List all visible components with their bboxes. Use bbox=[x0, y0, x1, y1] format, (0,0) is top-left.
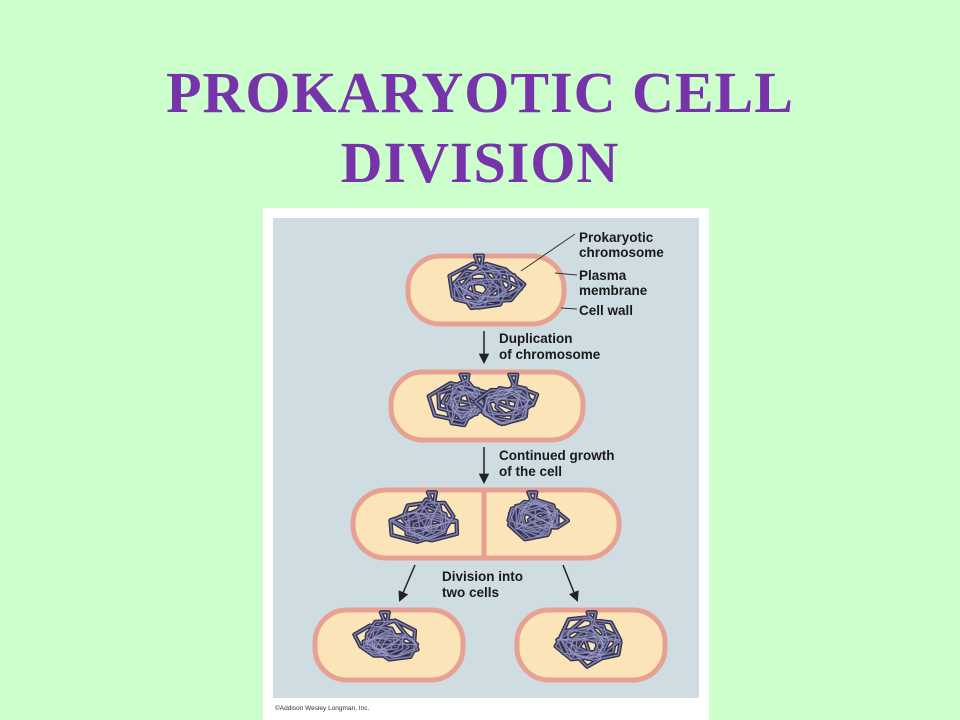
chromosome-icon bbox=[506, 490, 571, 542]
original-cell bbox=[405, 253, 567, 327]
label-chromosome: chromosome bbox=[579, 245, 664, 260]
step-duplication-line-2: of chromosome bbox=[499, 347, 601, 362]
label-prokaryotic: Prokaryotic bbox=[579, 230, 654, 245]
label-plasma: Plasma bbox=[579, 268, 627, 283]
daughter-cell-right bbox=[514, 607, 668, 683]
chromosome-icon bbox=[553, 610, 623, 669]
step-growth-line-1: Continued growth bbox=[499, 448, 614, 463]
daughter-cell-left bbox=[312, 607, 466, 683]
chromosome-icon bbox=[472, 372, 540, 427]
title-line-2: DIVISION bbox=[340, 130, 620, 195]
step-division-line-1: Division into bbox=[442, 569, 523, 584]
label-membrane: membrane bbox=[579, 283, 648, 298]
chromosome-strand-highlight bbox=[474, 374, 538, 425]
down-left-arrow-icon bbox=[398, 564, 416, 602]
label-cell-wall: Cell wall bbox=[579, 303, 633, 318]
step-duplication-line-1: Duplication bbox=[499, 331, 573, 346]
cell-division-figure: Prokaryotic chromosome Plasma membrane C… bbox=[263, 208, 709, 720]
step-division-line-2: two cells bbox=[442, 585, 499, 600]
page-title: PROKARYOTIC CELL DIVISION bbox=[0, 58, 960, 198]
chromosome-strand-highlight bbox=[428, 374, 490, 426]
copyright-credit: ©Addison Wesley Longman, Inc. bbox=[275, 704, 369, 712]
chromosome-icon bbox=[352, 610, 420, 662]
chromosome-strand-highlight bbox=[389, 491, 458, 543]
step-growth-line-2: of the cell bbox=[499, 464, 562, 479]
elongated-dividing-cell bbox=[350, 487, 622, 561]
callout-lines bbox=[520, 233, 578, 310]
chromosome-strand-highlight bbox=[449, 255, 525, 309]
down-right-arrow-icon bbox=[562, 564, 579, 602]
chromosome-strand-highlight bbox=[555, 611, 622, 668]
chromosome-strand-highlight bbox=[353, 611, 419, 660]
chromosome-icon bbox=[447, 253, 527, 311]
duplicated-chromosome-cell bbox=[388, 369, 586, 443]
cell-division-diagram: Prokaryotic chromosome Plasma membrane C… bbox=[273, 218, 699, 712]
chromosome-strand-highlight bbox=[508, 491, 569, 540]
title-line-1: PROKARYOTIC CELL bbox=[166, 60, 794, 125]
chromosome-icon bbox=[426, 372, 490, 428]
chromosome-icon bbox=[388, 490, 460, 544]
